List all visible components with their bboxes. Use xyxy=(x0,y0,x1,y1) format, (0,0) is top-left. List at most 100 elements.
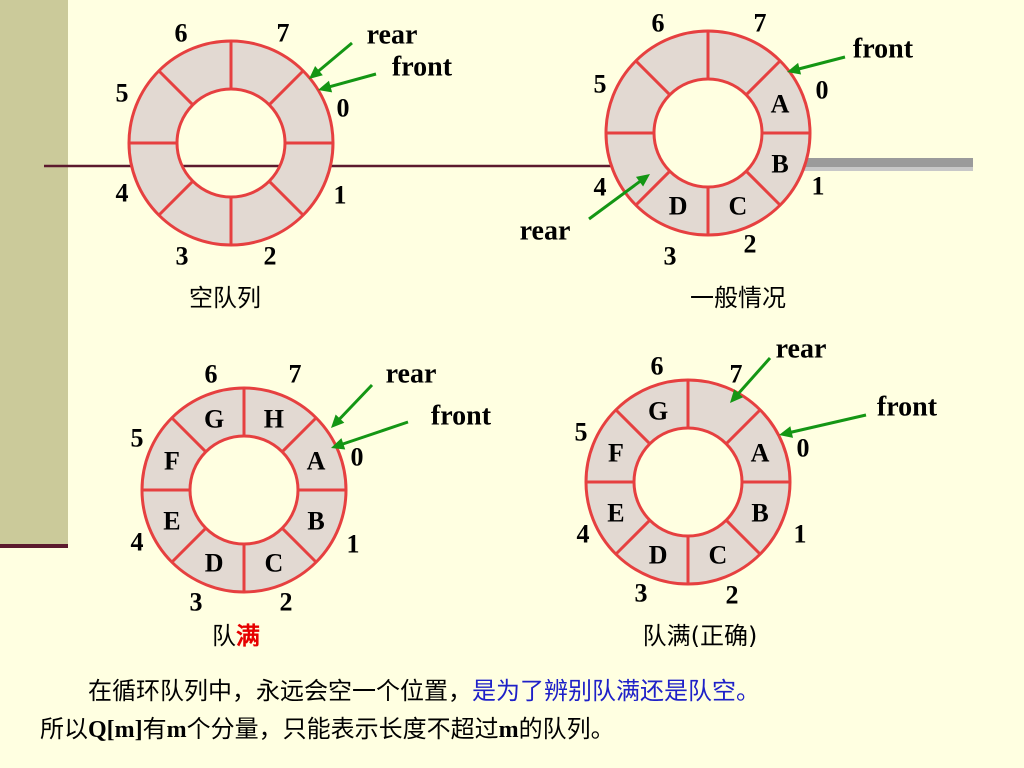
slot-number-6: 6 xyxy=(205,360,218,389)
rear-label: rear xyxy=(367,20,418,51)
slot-number-0: 0 xyxy=(351,443,364,472)
rear-arrow xyxy=(314,41,353,75)
footer-line-1-black: 在循环队列中，永远会空一个位置， xyxy=(88,677,472,705)
front-arrow xyxy=(787,413,867,435)
slot-number-5: 5 xyxy=(594,70,607,99)
front-label: front xyxy=(431,401,492,432)
slot-number-7: 7 xyxy=(754,9,767,38)
slot-number-2: 2 xyxy=(744,230,757,259)
slot-number-7: 7 xyxy=(277,19,290,48)
front-arrow-head xyxy=(318,80,333,93)
front-arrow-head xyxy=(331,438,346,450)
queue-cell-6: G xyxy=(204,404,224,433)
front-arrow xyxy=(339,420,409,447)
footer-line-2-m2: m xyxy=(498,717,519,743)
slot-number-0: 0 xyxy=(816,76,829,105)
queue-cell-4: E xyxy=(163,506,180,535)
caption-part-2-highlight: 满 xyxy=(236,622,260,650)
slot-number-7: 7 xyxy=(730,360,743,389)
footer-line-2-a: 所以 xyxy=(40,715,88,743)
ring-divider xyxy=(281,416,318,453)
slot-number-2: 2 xyxy=(264,242,277,271)
footer-line-2-m1: m xyxy=(166,717,187,743)
front-label: front xyxy=(853,34,914,65)
slot-number-6: 6 xyxy=(652,9,665,38)
footer-line-2-c: 有 xyxy=(142,715,167,743)
slot-number-4: 4 xyxy=(577,520,590,549)
header-bar-gray-shadow xyxy=(790,167,973,171)
slot-number-3: 3 xyxy=(176,242,189,271)
queue-cell-3: D xyxy=(649,541,668,570)
ring-divider xyxy=(170,416,207,453)
caption-part-1: 队 xyxy=(212,622,236,650)
slot-number-7: 7 xyxy=(289,360,302,389)
footer-text: 在循环队列中，永远会空一个位置，是为了辨别队满还是队空。 所以Q[m]有m个分量… xyxy=(40,672,1020,749)
queue-cell-2: C xyxy=(708,541,727,570)
slot-number-2: 2 xyxy=(726,581,739,610)
diagram-caption: 一般情况 xyxy=(690,284,786,312)
ring-divider xyxy=(634,59,671,96)
front-arrow-head xyxy=(787,62,802,75)
queue-cell-3: D xyxy=(669,192,688,221)
queue-cell-6: G xyxy=(648,396,668,425)
footer-line-2-g: 的队列。 xyxy=(518,715,615,743)
queue-cell-5: F xyxy=(164,447,180,476)
footer-line-2-q: Q[m] xyxy=(88,717,143,743)
slot-number-1: 1 xyxy=(334,181,347,210)
queue-cell-2: C xyxy=(264,549,283,578)
sidebar-bottom-rule xyxy=(0,544,68,548)
footer-line-2: 所以Q[m]有m个分量，只能表示长度不超过m的队列。 xyxy=(40,710,1020,749)
slot-number-0: 0 xyxy=(797,434,810,463)
footer-line-2-e: 个分量，只能表示长度不超过 xyxy=(186,715,499,743)
rear-arrow xyxy=(588,178,644,221)
slot-number-3: 3 xyxy=(635,579,648,608)
queue-cell-1: B xyxy=(307,506,324,535)
queue-cell-1: B xyxy=(771,149,788,178)
rear-arrow-head xyxy=(331,414,345,428)
ring-divider xyxy=(268,69,305,106)
slot-number-4: 4 xyxy=(594,173,607,202)
rear-arrow-head xyxy=(309,66,323,79)
slot-number-4: 4 xyxy=(116,179,129,208)
ring-divider xyxy=(725,408,762,445)
ring-divider xyxy=(634,170,671,207)
rear-arrow-head xyxy=(635,174,650,187)
front-label: front xyxy=(392,52,453,83)
footer-line-1: 在循环队列中，永远会空一个位置，是为了辨别队满还是队空。 xyxy=(40,672,1020,710)
ring-divider xyxy=(745,59,782,96)
ring-divider xyxy=(614,519,651,556)
diagram-caption: 队满(正确) xyxy=(643,622,758,650)
slot-number-5: 5 xyxy=(575,418,588,447)
queue-cell-0: A xyxy=(771,90,790,119)
sidebar-bar xyxy=(0,0,68,548)
rear-label: rear xyxy=(520,216,571,247)
rear-label: rear xyxy=(386,359,437,390)
queue-cell-3: D xyxy=(205,549,224,578)
ring-divider xyxy=(281,527,318,564)
slot-number-3: 3 xyxy=(664,242,677,271)
slot-number-1: 1 xyxy=(812,172,825,201)
diagram-caption: 队满 xyxy=(212,622,260,650)
ring-divider xyxy=(157,69,194,106)
slot-number-6: 6 xyxy=(651,352,664,381)
slot-number-0: 0 xyxy=(337,94,350,123)
queue-cell-5: F xyxy=(608,439,624,468)
slot-number-5: 5 xyxy=(131,424,144,453)
front-arrow-head xyxy=(779,426,794,438)
queue-cell-0: A xyxy=(751,439,770,468)
rear-label: rear xyxy=(776,334,827,365)
queue-cell-4: E xyxy=(607,498,624,527)
front-arrow xyxy=(795,55,846,72)
slot-number-6: 6 xyxy=(175,19,188,48)
ring-divider xyxy=(170,527,207,564)
queue-cell-2: C xyxy=(728,192,747,221)
slot-number-4: 4 xyxy=(131,528,144,557)
footer-line-1-blue: 是为了辨别队满还是队空。 xyxy=(472,677,760,705)
ring-divider xyxy=(157,180,194,217)
slot-number-5: 5 xyxy=(116,79,129,108)
queue-cell-7: H xyxy=(264,404,284,433)
